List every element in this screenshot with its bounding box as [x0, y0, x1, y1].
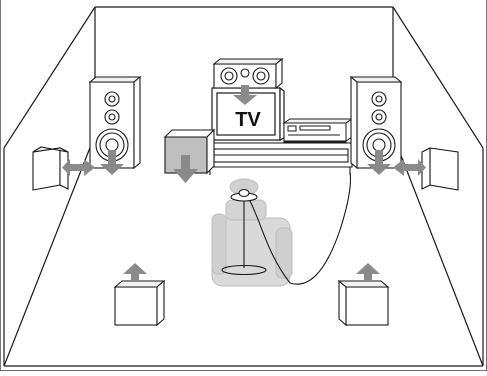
- surround-left-speaker-icon: [33, 147, 68, 190]
- tv-stand: [208, 138, 355, 175]
- rear-left-speaker-icon: [115, 281, 164, 325]
- av-receiver-icon: [284, 119, 352, 143]
- surround-right-speaker-icon: [422, 148, 458, 190]
- rear-right-speaker-icon: [339, 281, 388, 325]
- ceiling-edge-left: [4, 7, 95, 148]
- tv-label: TV: [235, 109, 261, 131]
- ceiling-edge-right: [393, 7, 483, 148]
- sound-direction-arrow-icon: [123, 263, 147, 282]
- sound-direction-arrow-icon: [356, 263, 380, 282]
- center-speaker-icon: [214, 59, 282, 88]
